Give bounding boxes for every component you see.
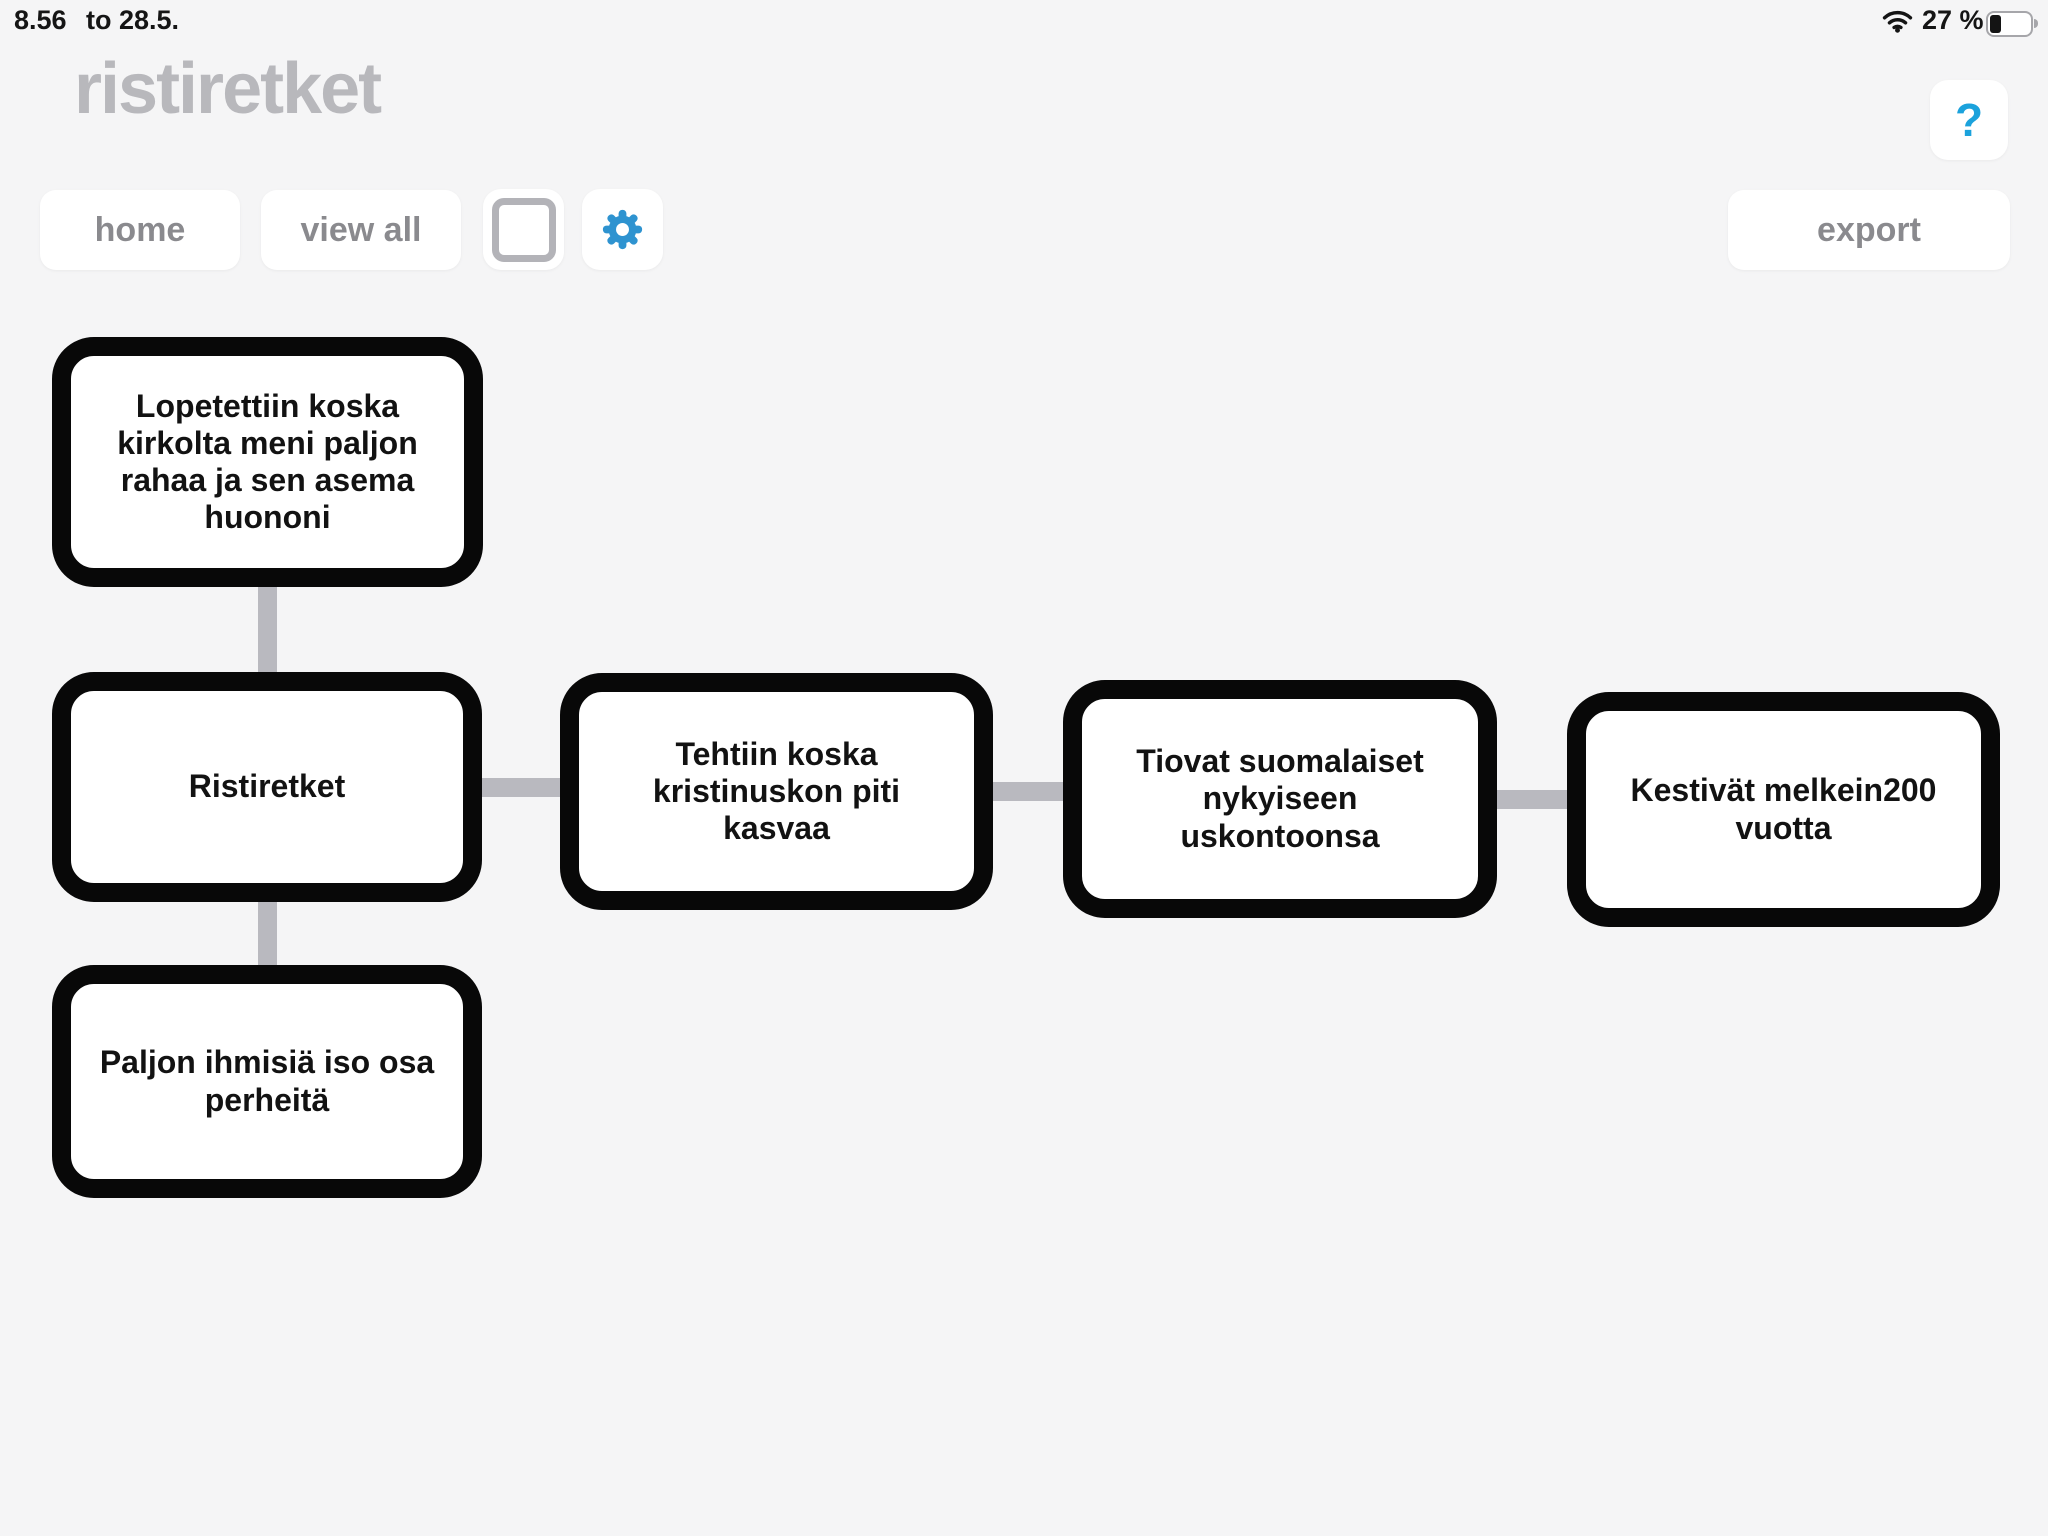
gear-icon [602, 209, 643, 250]
new-popple-frame-button[interactable] [483, 189, 564, 270]
connector-n2-n4 [465, 778, 575, 797]
rounded-square-icon [491, 197, 556, 262]
popple-node-label: Tiovat suomalaiset nykyiseen uskontoonsa [1136, 743, 1424, 854]
wifi-icon [1882, 10, 1913, 33]
popple-node[interactable]: Kestivät melkein200 vuotta [1567, 692, 2000, 927]
connector-n5-n6 [1485, 790, 1580, 809]
view-all-button[interactable]: view all [261, 190, 461, 270]
status-date: to 28.5. [86, 5, 180, 35]
popple-node-label: Tehtiin koska kristinuskon piti kasvaa [652, 735, 901, 847]
popple-node[interactable]: Tehtiin koska kristinuskon piti kasvaa [560, 673, 993, 910]
popple-node[interactable]: Tiovat suomalaiset nykyiseen uskontoonsa [1063, 680, 1497, 918]
question-mark-icon: ? [1954, 94, 1984, 146]
popple-node-label: Lopetettiin koska kirkolta meni paljon r… [117, 387, 418, 536]
settings-button[interactable] [582, 189, 663, 270]
popple-node-label: Ristiretket [188, 768, 346, 805]
popple-node[interactable]: Lopetettiin koska kirkolta meni paljon r… [52, 337, 483, 587]
battery-percent-label: 27 % [1922, 5, 1984, 35]
connector-n4-n5 [980, 782, 1080, 801]
status-time: 8.56 [14, 5, 67, 35]
home-button[interactable]: home [40, 190, 240, 270]
popple-node-label: Kestivät melkein200 vuotta [1630, 772, 1937, 846]
popple-node[interactable]: Paljon ihmisiä iso osa perheitä [52, 965, 482, 1198]
help-button[interactable]: ? [1930, 80, 2008, 160]
page-title: ristiretket [74, 49, 382, 129]
connector-n1-n2 [258, 575, 277, 685]
battery-fill [1990, 15, 2001, 33]
connector-n2-n3 [258, 895, 277, 980]
status-bar: 8.56 to 28.5. 27 % [0, 0, 2048, 44]
popple-node[interactable]: Ristiretket [52, 672, 482, 902]
battery-icon [1986, 11, 2038, 37]
popple-node-label: Paljon ihmisiä iso osa perheitä [99, 1044, 435, 1118]
export-button[interactable]: export [1728, 190, 2010, 270]
